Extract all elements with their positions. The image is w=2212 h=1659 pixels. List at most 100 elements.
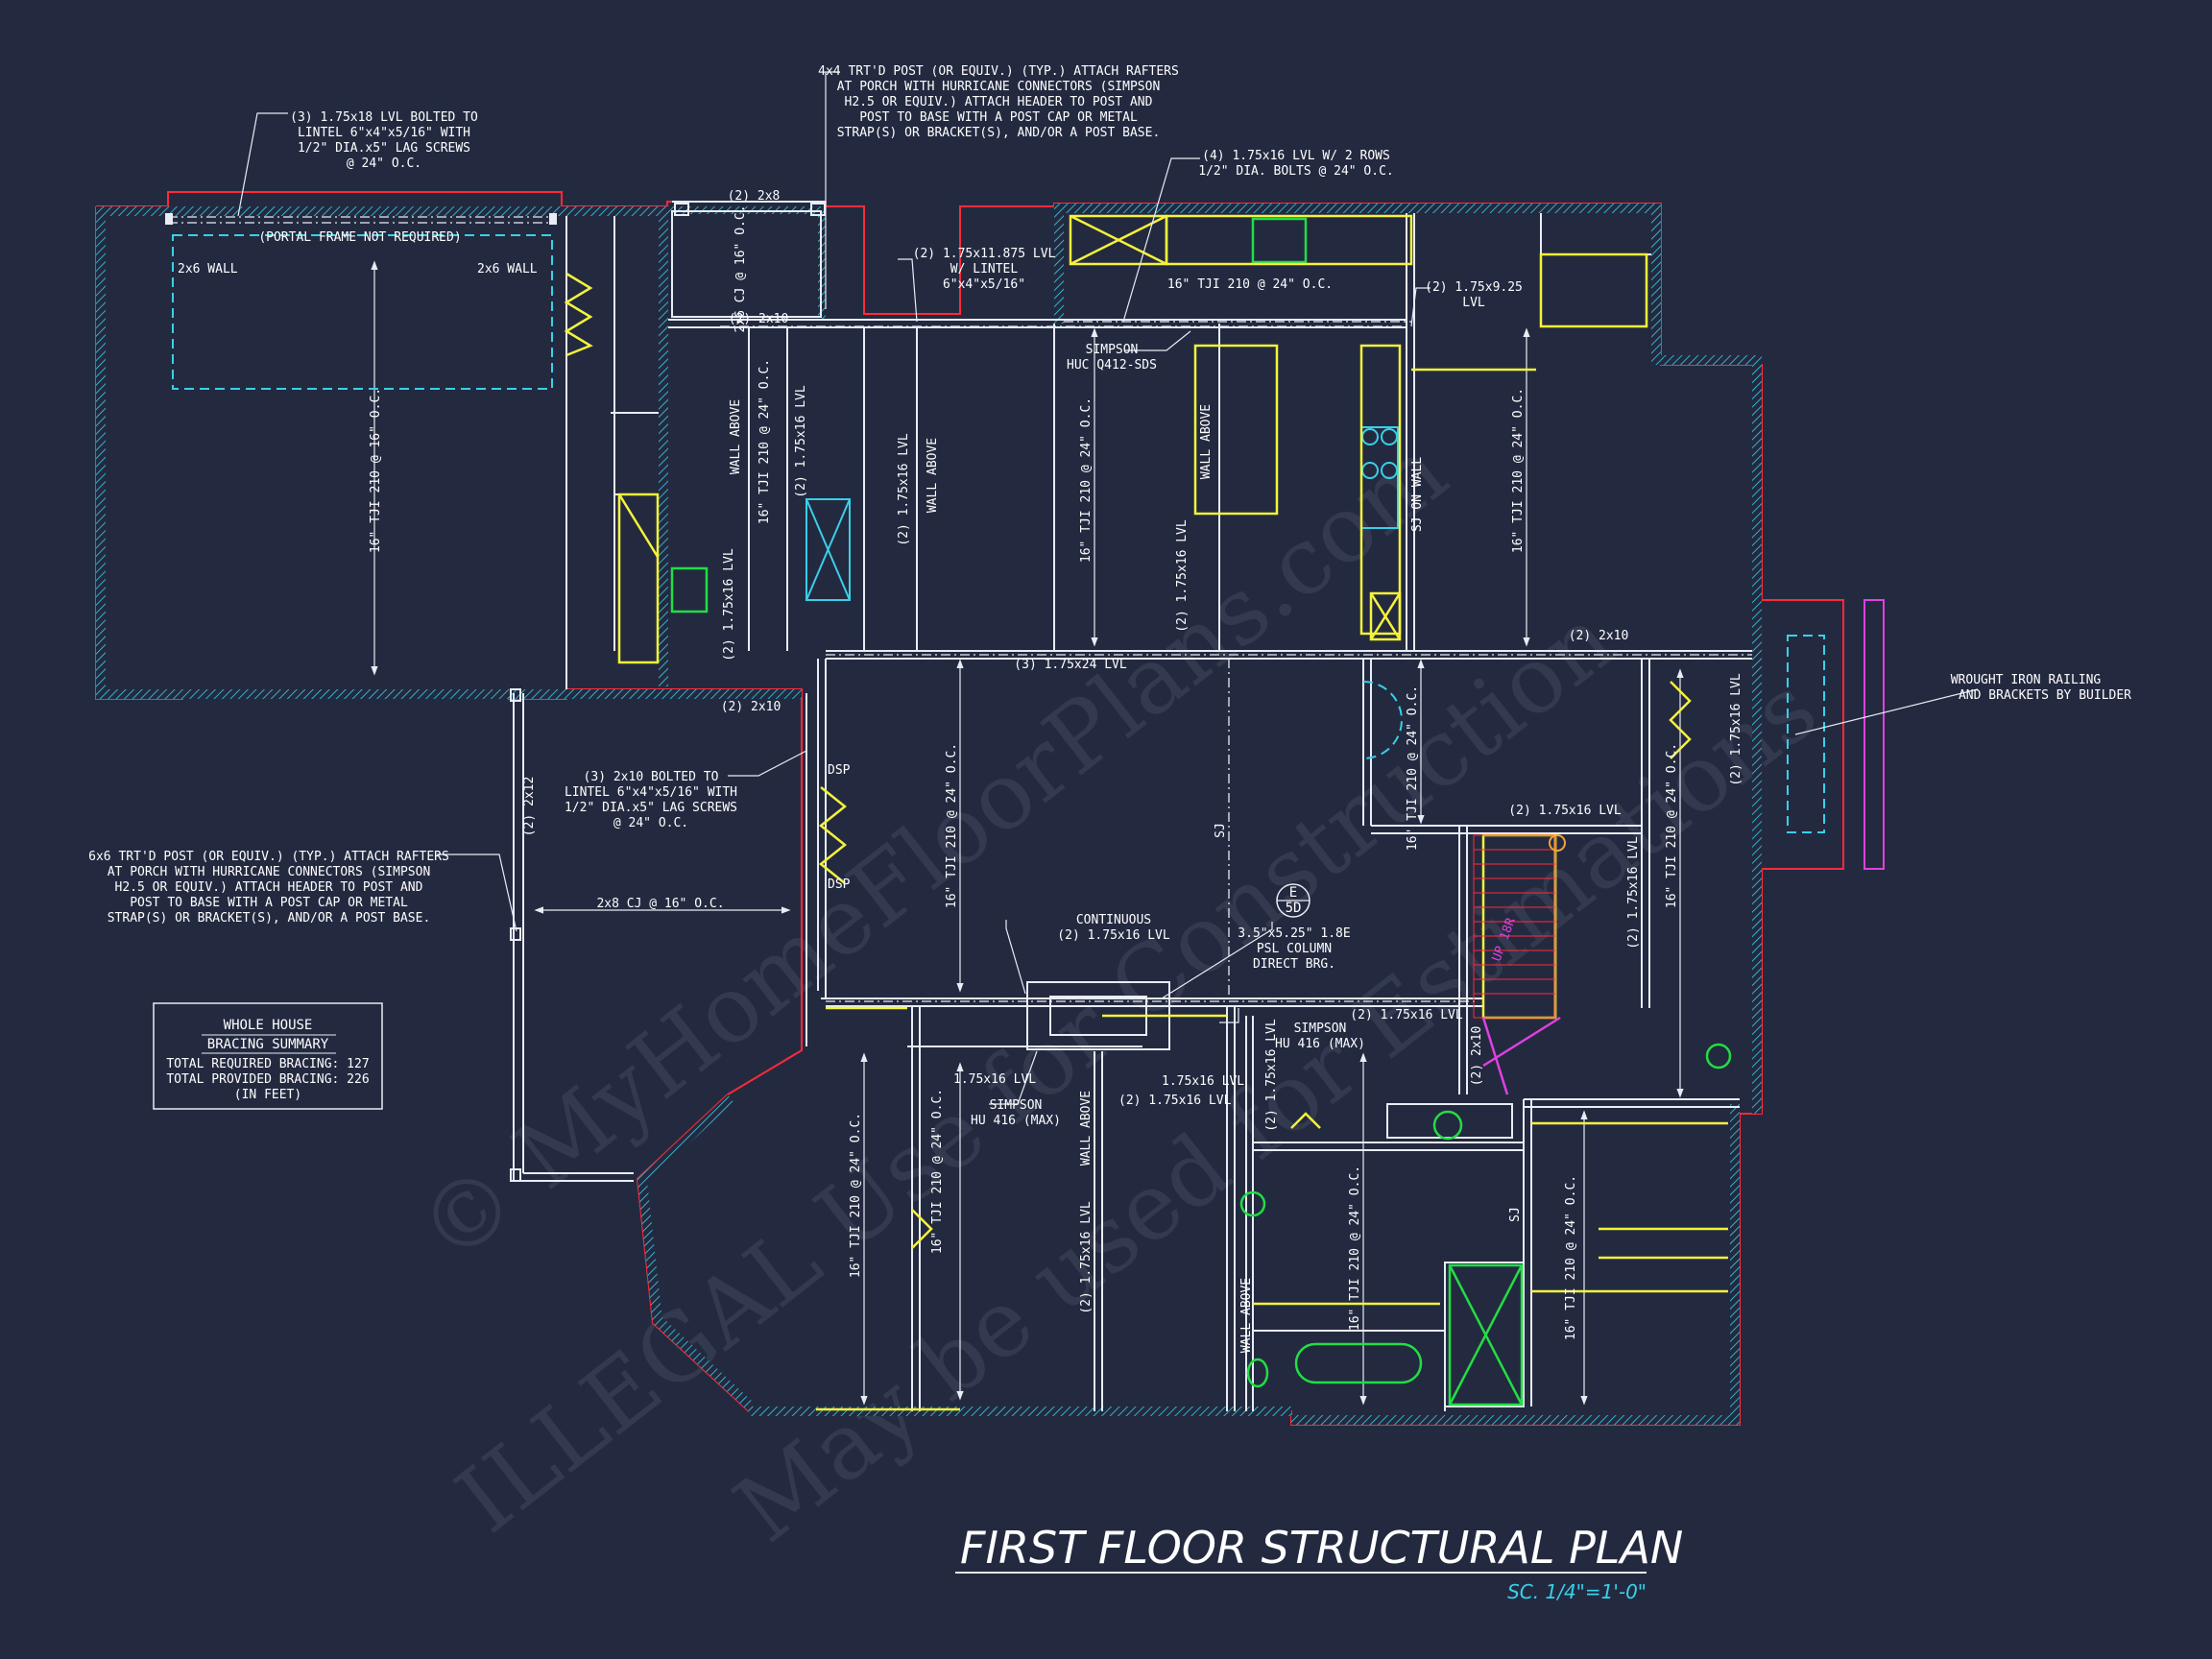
label-2x8-top: (2) 2x8 xyxy=(728,189,781,204)
label-portal-frame: (PORTAL FRAME NOT REQUIRED) xyxy=(258,230,461,245)
label-lvl16-mud: (2) 1.75x16 LVL xyxy=(722,548,736,661)
label-2x8-cj: 2x8 CJ @ 16" O.C. xyxy=(596,897,724,911)
callout-simpson-huc-1: SIMPSON xyxy=(1086,343,1139,357)
callout-garage-lintel-2: LINTEL 6"x4"x5/16" WITH xyxy=(298,126,470,140)
callout-garage-lintel-1: (3) 1.75x18 LVL BOLTED TO xyxy=(290,110,478,125)
front-bay xyxy=(1794,599,1979,870)
callout-patio-lintel-3: 1/2" DIA.x5" LAG SCREWS xyxy=(565,801,737,815)
label-tji-master: 16" TJI 210 @ 24" O.C. xyxy=(1564,1175,1578,1340)
label-tji-kitchen: 16" TJI 210 @ 24" O.C. xyxy=(1079,397,1094,563)
callout-patio-lintel-1: (3) 2x10 BOLTED TO xyxy=(584,770,719,784)
label-2x10-vert: (2) 2x10 xyxy=(1470,1026,1484,1087)
callout-simpson-hu-right-2: HU 416 (MAX) xyxy=(1275,1037,1365,1051)
label-garage-joists: 16" TJI 210 @ 16" O.C. xyxy=(369,388,383,553)
label-wall-above-5: WALL ABOVE xyxy=(1239,1278,1254,1353)
callout-porch-post-top-3: H2.5 OR EQUIV.) ATTACH HEADER TO POST AN… xyxy=(845,95,1153,109)
top-porch xyxy=(672,201,826,216)
label-lvl16-kitchen: (2) 1.75x16 LVL xyxy=(1175,519,1190,633)
label-sj-on-wall: SJ ON WALL xyxy=(1410,457,1425,532)
label-kitchen-joist-header: 16" TJI 210 @ 24" O.C. xyxy=(1167,277,1333,292)
label-wall-above-2: WALL ABOVE xyxy=(926,438,940,513)
callout-simpson-hu-right-1: SIMPSON xyxy=(1294,1022,1347,1036)
label-tji-pantry: 16" TJI 210 @ 24" O.C. xyxy=(757,359,772,524)
label-tji-study: 16" TJI 210 @ 24" O.C. xyxy=(1665,743,1679,908)
callout-side-lvl-1: (2) 1.75x9.25 xyxy=(1425,280,1523,295)
callout-porch-post-top-2: AT PORCH WITH HURRICANE CONNECTORS (SIMP… xyxy=(837,80,1161,94)
bracing-units: (IN FEET) xyxy=(234,1088,301,1102)
bracing-summary-box: WHOLE HOUSE BRACING SUMMARY TOTAL REQUIR… xyxy=(153,1002,383,1110)
rear-porch xyxy=(510,688,807,1182)
callout-garage-lintel-4: @ 24" O.C. xyxy=(347,156,421,171)
section-marker-top: E xyxy=(1289,885,1297,901)
callout-psl-column-1: 3.5"x5.25" 1.8E xyxy=(1238,926,1350,941)
label-lvl16-bay: (2) 1.75x16 LVL xyxy=(1729,673,1743,786)
joist-arrows xyxy=(371,260,1684,1406)
label-lvl16-paren: (2) 1.75x16 LVL xyxy=(1118,1094,1232,1108)
garage-header-beam xyxy=(165,213,557,225)
callout-kitchen-lvl-1: (4) 1.75x16 LVL W/ 2 ROWS xyxy=(1202,149,1390,163)
callout-railing-2: AND BRACKETS BY BUILDER xyxy=(1959,688,2131,703)
label-2x6-cj: 2x6 CJ @ 16" O.C. xyxy=(733,204,748,332)
title-block: FIRST FLOOR STRUCTURAL PLAN SC. 1/4"=1'-… xyxy=(955,1522,1683,1603)
label-sj: SJ xyxy=(1214,823,1228,838)
label-lvl24: (3) 1.75x24 LVL xyxy=(1014,658,1127,672)
callout-porch-post-top-4: POST TO BASE WITH A POST CAP OR METAL xyxy=(859,110,1138,125)
callout-porch-post-left-4: POST TO BASE WITH A POST CAP OR METAL xyxy=(130,896,408,910)
callout-porch-post-top-1: 4x4 TRT'D POST (OR EQUIV.) (TYP.) ATTACH… xyxy=(818,64,1179,79)
label-2x10-mud: (2) 2x10 xyxy=(721,700,781,714)
label-dsp-2: DSP xyxy=(828,878,851,892)
label-lvl16-hall: (2) 1.75x16 LVL xyxy=(1350,1008,1463,1022)
label-tji-dining: 16" TJI 210 @ 24" O.C. xyxy=(930,1089,945,1254)
callout-psl-column-2: PSL COLUMN xyxy=(1257,942,1332,956)
doors-and-cabinets xyxy=(564,214,1728,1411)
label-2x10-top: (2) 2x10 xyxy=(729,312,789,326)
callout-simpson-hu-left-1: SIMPSON xyxy=(990,1098,1043,1113)
callout-kitchen-lvl-2: 1/2" DIA. BOLTS @ 24" O.C. xyxy=(1198,164,1394,179)
bracing-heading-2: BRACING SUMMARY xyxy=(207,1037,329,1052)
beams xyxy=(720,321,1752,1407)
callout-porch-post-left-1: 6x6 TRT'D POST (OR EQUIV.) (TYP.) ATTACH… xyxy=(88,850,449,864)
label-2x12-porch: (2) 2x12 xyxy=(522,777,537,837)
drawing-scale: SC. 1/4"=1'-0" xyxy=(1507,1580,1647,1603)
label-lvl16-dining-b: (2) 1.75x16 LVL xyxy=(1079,1201,1094,1314)
callouts: (3) 1.75x18 LVL BOLTED TO LINTEL 6"x4"x5… xyxy=(88,64,2131,1128)
callout-porch-post-left-5: STRAP(S) OR BRACKET(S), AND/OR A POST BA… xyxy=(108,911,431,926)
label-2x6-wall-right: 2x6 WALL xyxy=(477,262,538,276)
bracing-provided: TOTAL PROVIDED BRACING: 226 xyxy=(166,1072,369,1087)
bracing-required: TOTAL REQUIRED BRACING: 127 xyxy=(166,1057,369,1071)
label-wall-above-3: WALL ABOVE xyxy=(1199,404,1214,479)
callout-psl-column-3: DIRECT BRG. xyxy=(1253,957,1335,972)
callout-patio-lintel-4: @ 24" O.C. xyxy=(613,816,688,830)
callout-continuous-2: (2) 1.75x16 LVL xyxy=(1057,928,1170,943)
callout-porch-post-top-5: STRAP(S) OR BRACKET(S), AND/OR A POST BA… xyxy=(837,126,1161,140)
label-lvl16-right: 1.75x16 LVL xyxy=(1162,1074,1244,1089)
label-2x6-wall-left: 2x6 WALL xyxy=(178,262,238,276)
label-tji-foyer: 16" TJI 210 @ 24" O.C. xyxy=(1406,685,1420,851)
leader-lines xyxy=(237,71,1431,1105)
label-dsp-1: DSP xyxy=(828,763,851,778)
section-marker: E 5D xyxy=(1276,883,1310,918)
section-marker-bottom: 5D xyxy=(1286,901,1302,916)
callout-simpson-huc-2: HUC Q412-SDS xyxy=(1067,358,1157,373)
drawing-title: FIRST FLOOR STRUCTURAL PLAN xyxy=(960,1522,1683,1574)
label-tji-breakfast: 16" TJI 210 @ 24" O.C. xyxy=(849,1113,863,1278)
exterior-walls xyxy=(96,204,1762,1425)
label-lvl16-vert-hall: (2) 1.75x16 LVL xyxy=(1264,1019,1279,1132)
label-lvl16-left: 1.75x16 LVL xyxy=(953,1072,1036,1087)
label-lvl16-stair: (2) 1.75x16 LVL xyxy=(1508,804,1622,818)
label-lvl16-pantry: (2) 1.75x16 LVL xyxy=(794,385,808,498)
callout-porch-lvl-1: (2) 1.75x11.875 LVL xyxy=(913,247,1056,261)
label-wall-above-4: WALL ABOVE xyxy=(1079,1091,1094,1166)
callout-simpson-hu-left-2: HU 416 (MAX) xyxy=(971,1114,1061,1128)
label-lvl16-dining: (2) 1.75x16 LVL xyxy=(897,433,911,546)
label-tji-master-bath: 16" TJI 210 @ 24" O.C. xyxy=(1348,1166,1362,1331)
callout-side-lvl-2: LVL xyxy=(1462,296,1485,310)
callout-porch-post-left-2: AT PORCH WITH HURRICANE CONNECTORS (SIMP… xyxy=(108,865,431,879)
callout-continuous-1: CONTINUOUS xyxy=(1076,913,1151,927)
label-wall-above-1: WALL ABOVE xyxy=(729,399,743,474)
label-tji-living: 16" TJI 210 @ 24" O.C. xyxy=(945,743,959,908)
label-2x10-family: (2) 2x10 xyxy=(1569,629,1629,643)
callout-porch-lvl-2: W/ LINTEL xyxy=(950,262,1019,276)
fixtures xyxy=(172,234,1825,833)
